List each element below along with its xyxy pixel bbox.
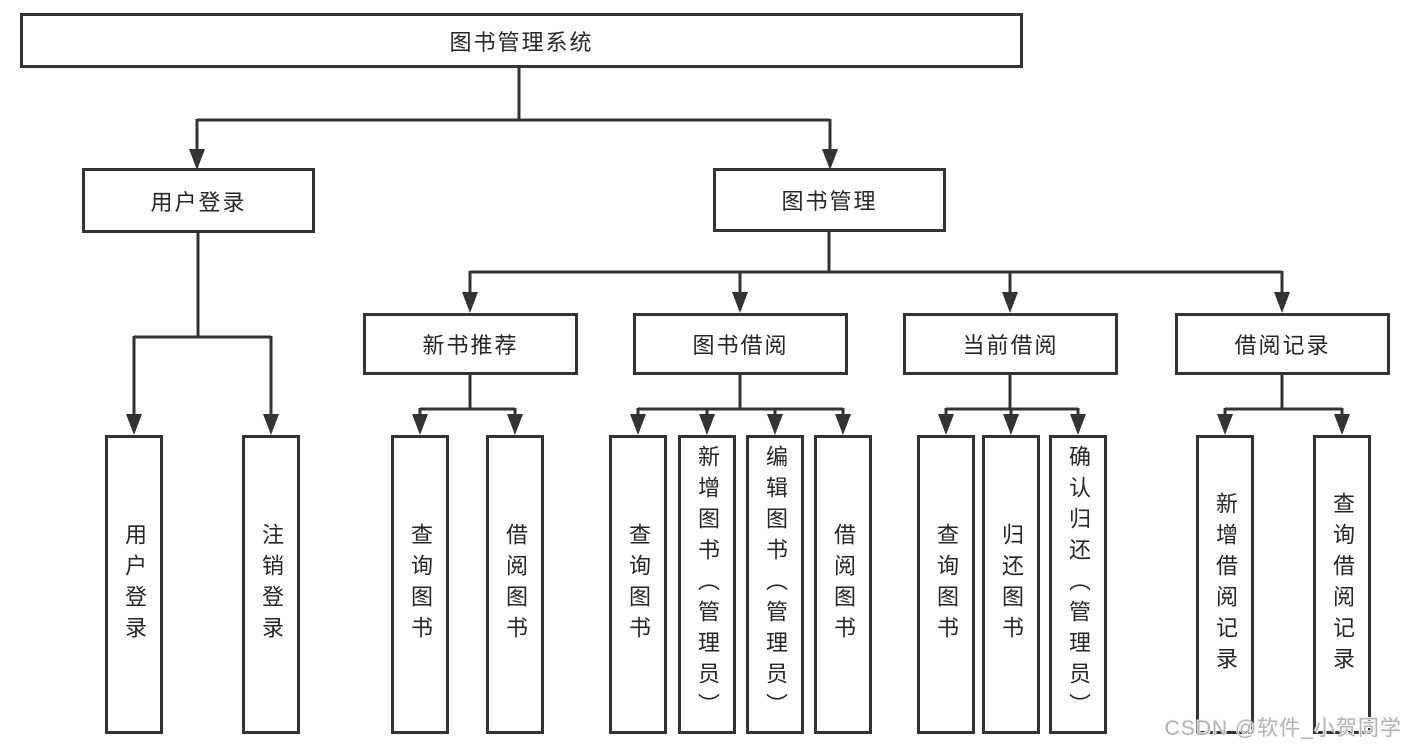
leaf-confirm-return-admin: 确认归还（管理员） [1049, 435, 1107, 734]
node-current-borrow-label: 当前借阅 [962, 333, 1059, 358]
node-book-borrow: 图书借阅 [633, 313, 848, 375]
leaf-borrow-books-recommend: 借阅图书 [486, 435, 544, 734]
node-book-borrow-label: 图书借阅 [692, 333, 789, 358]
leaf-query-borrow-record-label: 查询借阅记录 [1330, 491, 1355, 678]
leaf-query-books-recommend-label: 查询图书 [408, 522, 433, 647]
leaf-user-login: 用户登录 [105, 435, 163, 734]
watermark: CSDN @软件_小贺同学 [1164, 717, 1402, 740]
node-user-login-label: 用户登录 [150, 189, 247, 215]
leaf-user-login-label: 用户登录 [122, 522, 147, 647]
leaf-edit-book-admin: 编辑图书（管理员） [746, 435, 804, 734]
leaf-query-borrow-record: 查询借阅记录 [1313, 435, 1371, 734]
leaf-query-books-borrow-label: 查询图书 [626, 522, 651, 647]
node-book-management: 图书管理 [713, 168, 946, 232]
leaf-query-books-borrow: 查询图书 [609, 435, 667, 734]
node-user-login: 用户登录 [82, 168, 315, 233]
node-book-management-label: 图书管理 [781, 189, 878, 214]
node-new-book-recommend-label: 新书推荐 [422, 333, 519, 358]
leaf-return-books-label: 归还图书 [999, 522, 1024, 647]
leaf-confirm-return-admin-label: 确认归还（管理员） [1066, 445, 1091, 724]
leaf-logout: 注销登录 [242, 435, 300, 734]
node-current-borrow: 当前借阅 [903, 313, 1118, 375]
leaf-borrow-books-recommend-label: 借阅图书 [503, 522, 528, 647]
node-root-label: 图书管理系统 [449, 29, 594, 55]
leaf-add-book-admin: 新增图书（管理员） [678, 435, 736, 734]
leaf-query-books-recommend: 查询图书 [391, 435, 449, 734]
leaf-query-books-current: 查询图书 [917, 435, 975, 734]
node-borrow-records: 借阅记录 [1175, 313, 1390, 375]
node-borrow-records-label: 借阅记录 [1234, 333, 1331, 358]
leaf-borrow-books-label: 借阅图书 [831, 522, 856, 647]
leaf-add-book-admin-label: 新增图书（管理员） [695, 445, 720, 724]
leaf-return-books: 归还图书 [982, 435, 1040, 734]
node-new-book-recommend: 新书推荐 [363, 313, 578, 375]
leaf-add-borrow-record-label: 新增借阅记录 [1213, 491, 1238, 678]
leaf-logout-label: 注销登录 [259, 522, 284, 647]
leaf-query-books-current-label: 查询图书 [934, 522, 959, 647]
node-root: 图书管理系统 [20, 13, 1023, 68]
leaf-edit-book-admin-label: 编辑图书（管理员） [763, 445, 788, 724]
leaf-add-borrow-record: 新增借阅记录 [1196, 435, 1254, 734]
leaf-borrow-books: 借阅图书 [814, 435, 872, 734]
